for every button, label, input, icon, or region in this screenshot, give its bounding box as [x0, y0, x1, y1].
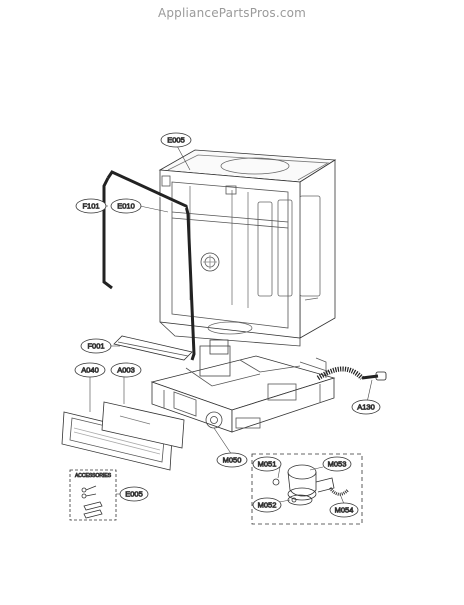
callout-m052: M052: [252, 497, 282, 513]
svg-text:F101: F101: [82, 202, 99, 211]
base-frame: [150, 339, 336, 433]
callout-e005-accessories: E005: [119, 486, 149, 502]
pump-detail-box: [251, 453, 363, 525]
svg-text:A130: A130: [357, 403, 375, 412]
tub-assembly: [158, 149, 337, 347]
drain-hose: [316, 366, 387, 381]
callout-m051: M051: [252, 456, 282, 472]
accessories-box: [69, 469, 117, 521]
toe-kick-bracket: [113, 335, 193, 361]
svg-text:M053: M053: [328, 460, 347, 469]
svg-text:A003: A003: [117, 366, 135, 375]
svg-text:M051: M051: [258, 460, 277, 469]
svg-text:M054: M054: [335, 506, 354, 515]
callout-a040: A040: [74, 362, 106, 378]
insulation-pad: [101, 401, 185, 449]
svg-text:F001: F001: [87, 342, 104, 351]
callout-a003: A003: [110, 362, 142, 378]
svg-text:E010: E010: [117, 202, 135, 211]
callout-m054: M054: [329, 502, 359, 518]
accessories-label: ACCESSORIES: [75, 473, 112, 479]
callout-a130: A130: [351, 399, 381, 415]
svg-text:A040: A040: [81, 366, 99, 375]
callout-e010: E010: [110, 198, 142, 214]
watermark: AppliancePartsPros.com: [157, 6, 307, 20]
svg-text:M050: M050: [223, 456, 242, 465]
door-gasket: [102, 170, 196, 361]
svg-text:E005: E005: [167, 136, 185, 145]
callout-f101: F101: [75, 198, 107, 214]
callout-f001: F001: [80, 338, 112, 354]
callout-e005-top: E005: [160, 132, 192, 148]
svg-text:E005: E005: [125, 490, 143, 499]
callout-m050: M050: [216, 452, 248, 468]
svg-text:M052: M052: [258, 501, 277, 510]
callout-m053: M053: [322, 456, 352, 472]
